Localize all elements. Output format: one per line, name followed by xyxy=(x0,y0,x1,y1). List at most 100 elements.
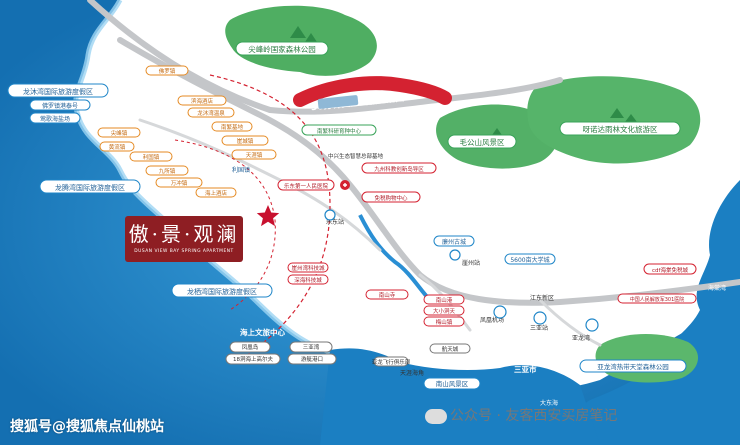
forest-label-maogong: 毛公山风景区 xyxy=(447,134,517,149)
svg-text:龙腾湾国际旅游度假区: 龙腾湾国际旅游度假区 xyxy=(55,183,125,192)
label-yalong-bay: 亚龙湾 xyxy=(572,334,590,342)
svg-text:九州科教创新岛导区: 九州科教创新岛导区 xyxy=(374,165,424,173)
svg-text:海上酒店: 海上酒店 xyxy=(205,189,228,197)
svg-text:南繁基地: 南繁基地 xyxy=(221,123,244,131)
white-pills: 凤凰岛 三亚湾 18洞海上高尔夫 游艇港口 亚龙飞行俱乐部 航天城 xyxy=(225,341,471,367)
label-fenghuang: 凤凰机场 xyxy=(480,316,504,324)
label-longteng: 龙腾湾国际旅游度假区 xyxy=(39,179,141,194)
label-zhongxing: 中兴生态智慧总部基地 xyxy=(328,152,384,160)
label-jiuzhou: 九州科教创新岛导区 xyxy=(361,162,437,174)
wechat-icon xyxy=(425,408,447,424)
banner-tag xyxy=(317,95,359,109)
svg-text:南山寺: 南山寺 xyxy=(379,291,396,299)
svg-text:利国镇: 利国镇 xyxy=(143,153,160,161)
svg-text:南山风景区: 南山风景区 xyxy=(436,379,469,388)
svg-text:佛罗镇港泰号: 佛罗镇港泰号 xyxy=(42,102,78,110)
project-subtitle: DUSAN VIEW BAY SPRING APARTMENT xyxy=(134,249,234,254)
forest-yalong xyxy=(595,334,699,383)
svg-text:游艇港口: 游艇港口 xyxy=(301,355,323,363)
label-haishang: 海上文旅中心 xyxy=(240,327,285,337)
svg-text:龙栖湾国际旅游度假区: 龙栖湾国际旅游度假区 xyxy=(187,287,257,296)
forest-jianfeng xyxy=(225,5,377,76)
svg-text:滨海酒店: 滨海酒店 xyxy=(191,97,214,105)
svg-text:航天城: 航天城 xyxy=(442,345,459,353)
svg-text:海上文旅中心: 海上文旅中心 xyxy=(240,327,285,337)
watermark-right-text: 公众号 · 友客西安买房笔记 xyxy=(450,408,618,424)
svg-text:万冲镇: 万冲镇 xyxy=(171,179,188,187)
red-pills: 崖州湾科技城 深海科技城 南山寺 南山港 大小洞天 梅山镇 xyxy=(287,262,465,327)
svg-text:九所镇: 九所镇 xyxy=(159,167,176,175)
orbit-arc xyxy=(209,74,331,361)
watermark-left: 搜狐号@搜狐焦点仙桃站 xyxy=(10,419,164,435)
orange-pills: 佛罗镇 尖峰镇 黄流镇 利国镇 九所镇 万冲镇 海上酒店 滨海酒店 龙沐湾温泉 … xyxy=(97,65,277,198)
svg-text:三亚湾: 三亚湾 xyxy=(303,343,320,351)
label-haitang: 海棠湾 xyxy=(708,284,726,292)
svg-text:中兴生态智慧总部基地: 中兴生态智慧总部基地 xyxy=(328,152,384,160)
label-dadonghai: 大东海 xyxy=(540,399,558,407)
svg-text:凤凰机场: 凤凰机场 xyxy=(480,316,504,324)
svg-text:廉州古城: 廉州古城 xyxy=(442,238,466,246)
label-hospital: 乐东第一人民医院 xyxy=(277,179,350,191)
svg-text:毛公山风景区: 毛公山风景区 xyxy=(460,137,505,147)
label-jiangdong: 江东新区 xyxy=(530,294,554,302)
svg-text:乐东站: 乐东站 xyxy=(326,218,344,226)
svg-text:利国镇: 利国镇 xyxy=(232,166,250,174)
svg-text:呀诺达雨林文化旅游区: 呀诺达雨林文化旅游区 xyxy=(583,124,658,134)
label-uni: 5600亩大学城 xyxy=(504,253,556,265)
svg-text:崖州湾科技城: 崖州湾科技城 xyxy=(291,264,325,272)
forest-label-jianfeng: 尖峰岭国家森林公园 xyxy=(235,41,329,56)
label-longmu: 龙沐湾国际旅游度假区 xyxy=(7,83,109,98)
svg-text:5600亩大学城: 5600亩大学城 xyxy=(510,256,549,264)
svg-text:尖峰镇: 尖峰镇 xyxy=(111,129,128,137)
svg-text:亚龙湾热带天堂森林公园: 亚龙湾热带天堂森林公园 xyxy=(597,362,669,371)
river xyxy=(358,214,432,302)
label-shopping: 免税购物中心 xyxy=(361,191,421,203)
svg-text:海棠湾: 海棠湾 xyxy=(708,284,726,292)
label-lianzhou: 廉州古城 xyxy=(433,235,475,247)
label-yingge: 莺歌海盐场 xyxy=(29,112,81,124)
south-sea xyxy=(320,348,600,445)
svg-text:天涯海角: 天涯海角 xyxy=(400,369,424,377)
banner-arc xyxy=(293,76,452,107)
station-markers xyxy=(324,209,599,332)
label-yazhou: 崖州站 xyxy=(462,259,480,267)
project-star-icon xyxy=(256,205,280,227)
svg-text:南繁科研育种中心: 南繁科研育种中心 xyxy=(317,127,362,135)
svg-text:江东新区: 江东新区 xyxy=(530,294,554,302)
label-hanyu: 佛罗镇港泰号 xyxy=(29,99,91,111)
svg-text:凤凰岛: 凤凰岛 xyxy=(242,343,259,351)
svg-text:大东海: 大东海 xyxy=(540,399,558,407)
svg-text:cdf海棠免税城: cdf海棠免税城 xyxy=(652,266,688,274)
svg-text:崖州站: 崖州站 xyxy=(462,259,480,267)
svg-text:18洞海上高尔夫: 18洞海上高尔夫 xyxy=(233,355,273,363)
svg-text:三亚市: 三亚市 xyxy=(514,364,537,374)
svg-text:南山港: 南山港 xyxy=(436,296,453,304)
label-leteng: 乐东站 xyxy=(326,218,344,226)
label-sanya: 三亚市 xyxy=(514,364,537,374)
label-cdf: cdf海棠免税城 xyxy=(643,263,697,275)
watermark-right: 公众号 · 友客西安买房笔记 xyxy=(425,405,617,425)
svg-text:黄流镇: 黄流镇 xyxy=(109,143,126,151)
forest-yanuoda xyxy=(527,76,701,164)
orbit-arc-inner xyxy=(174,139,276,311)
svg-text:深海科技城: 深海科技城 xyxy=(294,276,322,284)
svg-text:梅山镇: 梅山镇 xyxy=(436,318,453,326)
label-tianya: 天涯海角 xyxy=(400,369,424,377)
label-yalong-forest: 亚龙湾热带天堂森林公园 xyxy=(579,359,687,373)
svg-text:亚龙湾: 亚龙湾 xyxy=(572,334,590,342)
svg-text:崖城镇: 崖城镇 xyxy=(237,137,254,145)
forest-label-yanuoda: 呀诺达雨林文化旅游区 xyxy=(559,121,681,136)
project-brand-box: 傲·景·观澜 DUSAN VIEW BAY SPRING APARTMENT xyxy=(125,216,243,262)
svg-text:中国人民解放军301医院: 中国人民解放军301医院 xyxy=(630,296,685,303)
svg-text:尖峰岭国家森林公园: 尖峰岭国家森林公园 xyxy=(248,44,316,54)
svg-text:佛罗镇: 佛罗镇 xyxy=(159,67,176,75)
label-nanhai: 南繁科研育种中心 xyxy=(301,124,377,136)
svg-text:莺歌海盐场: 莺歌海盐场 xyxy=(40,115,70,123)
label-lidong: 利国镇 xyxy=(232,166,250,174)
svg-text:天涯镇: 天涯镇 xyxy=(246,151,263,159)
svg-text:免税购物中心: 免税购物中心 xyxy=(374,194,408,202)
label-zhongyuan: 中国人民解放军301医院 xyxy=(617,293,697,304)
svg-text:三亚站: 三亚站 xyxy=(530,324,548,332)
